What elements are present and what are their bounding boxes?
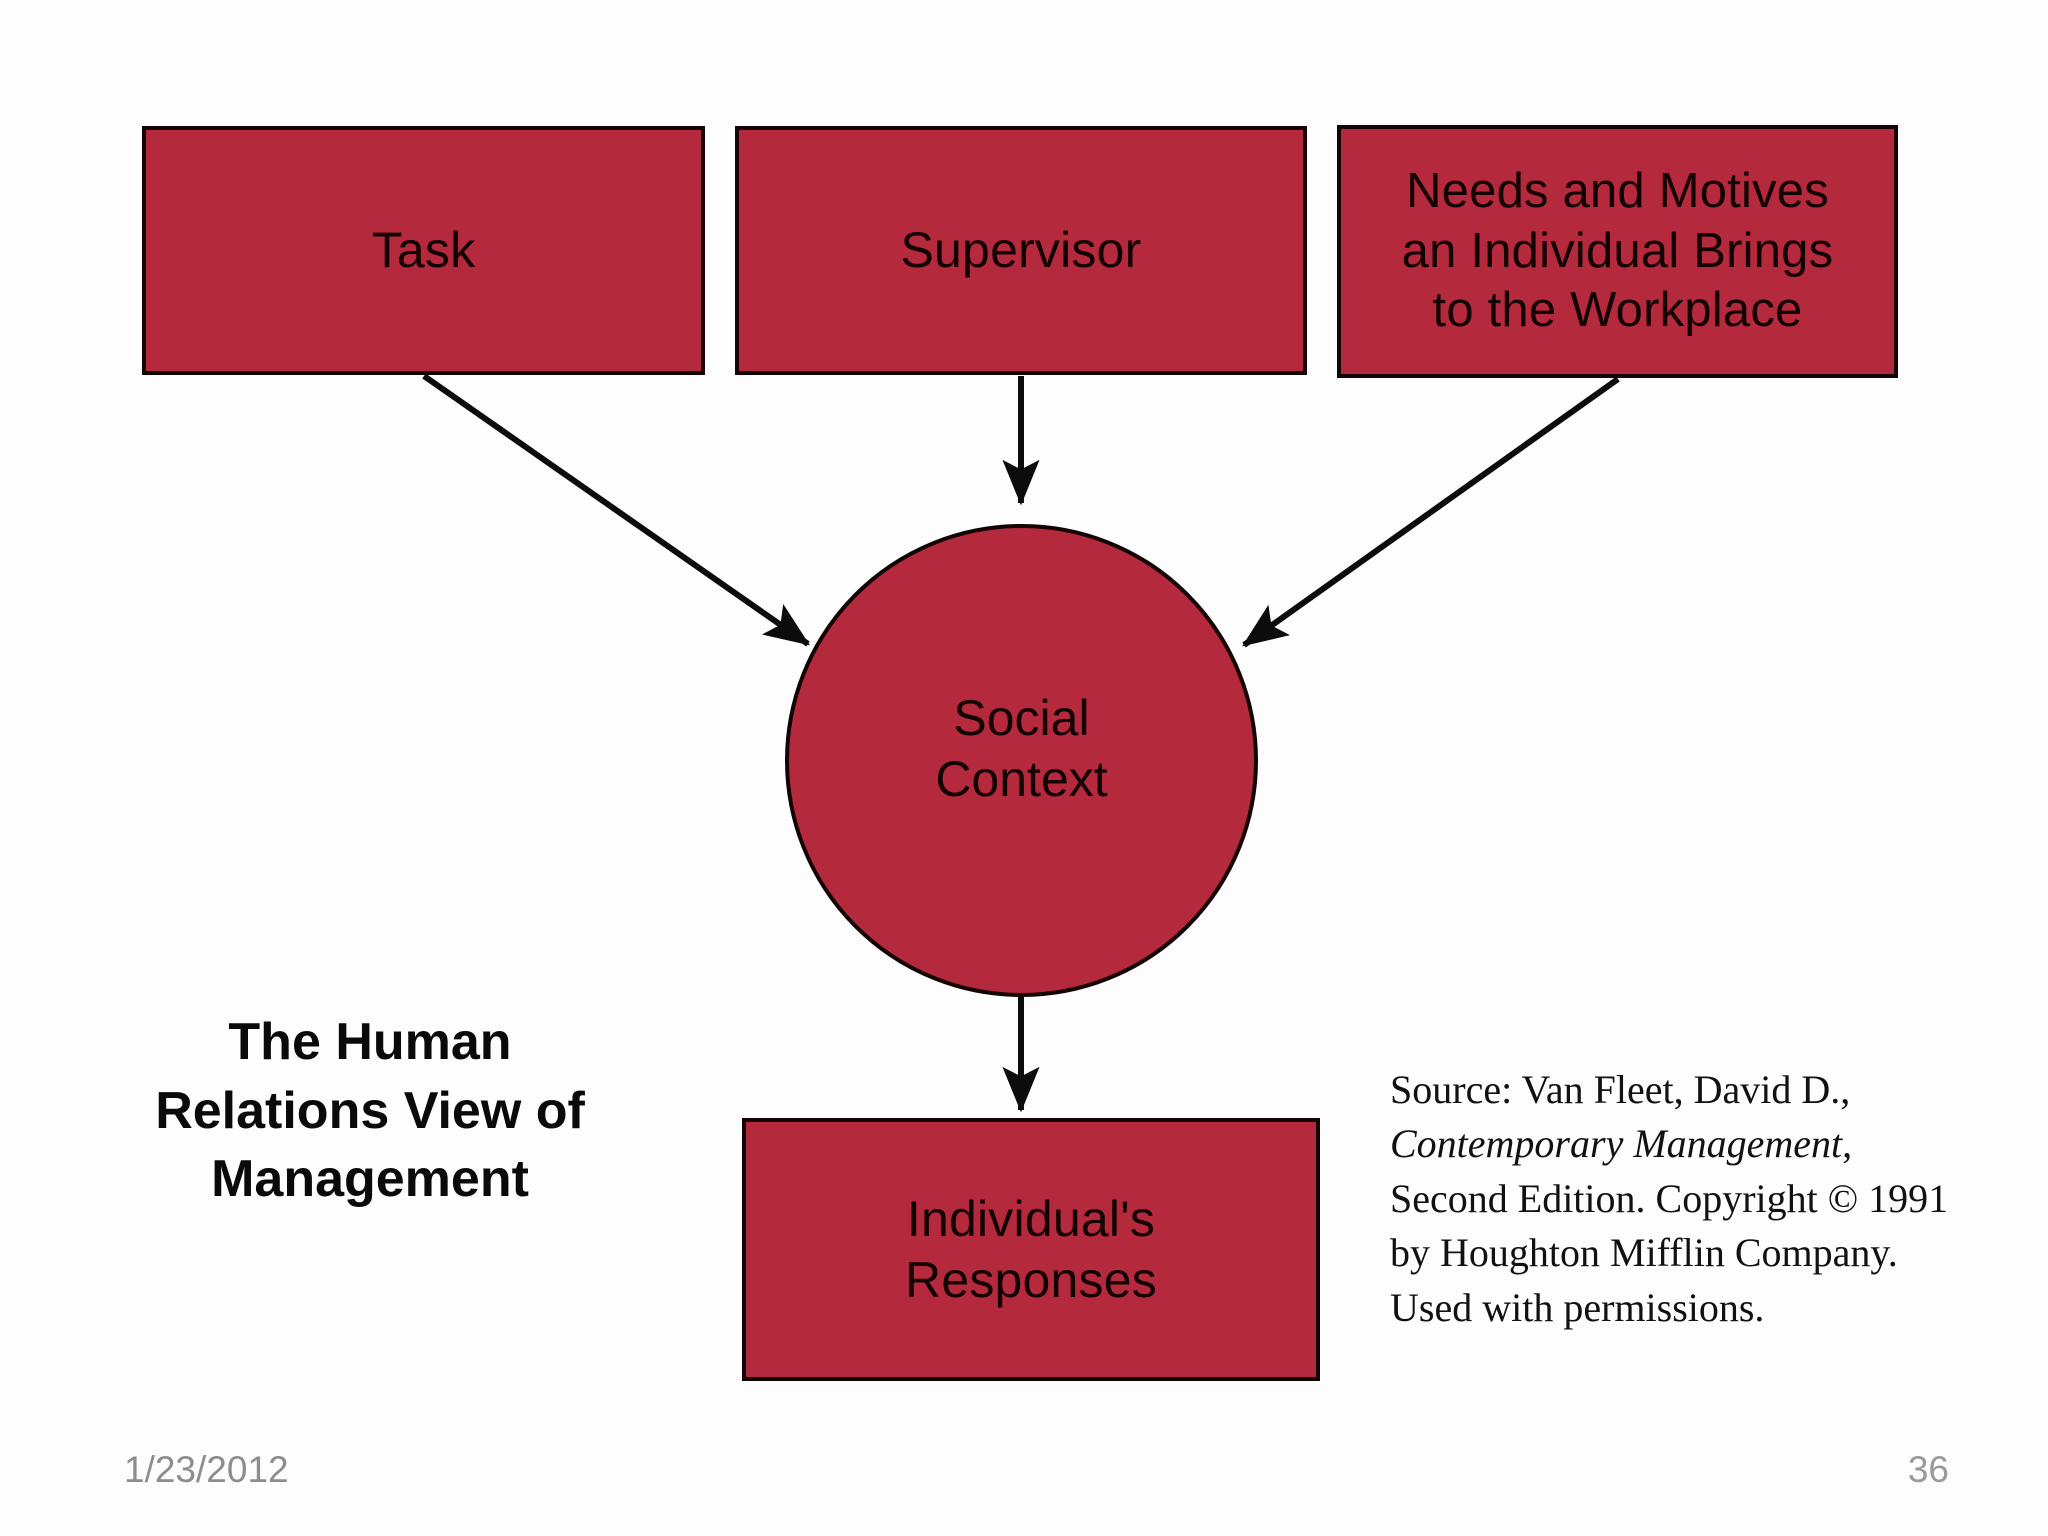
source-line-1: Source: Van Fleet, David D., [1390,1067,1851,1112]
arrow-task-to-social-context [422,373,810,647]
source-line-4: by Houghton Mifflin Company. [1390,1230,1898,1276]
responses-line-2: Responses [905,1251,1157,1308]
needs-line-3: to the Workplace [1432,283,1803,338]
source-line-2-tail: , [1842,1121,1853,1167]
diagram-node-social-context-label: Social Context [935,688,1107,810]
diagram-node-social-context[interactable]: Social Context [785,524,1258,997]
social-context-line-1: Social [953,689,1090,746]
diagram-node-responses-label: Individual's Responses [905,1189,1157,1311]
source-line-2: Contemporary Management, [1390,1117,1990,1171]
needs-line-2: an Individual Brings [1401,223,1834,278]
diagram-node-supervisor-label: Supervisor [900,222,1142,278]
diagram-node-supervisor[interactable]: Supervisor [735,126,1307,375]
arrow-needs-to-social-context [1242,376,1620,648]
diagram-node-needs-label: Needs and Motives an Individual Brings t… [1402,162,1834,341]
social-context-line-2: Context [935,750,1108,807]
diagram-node-individuals-responses[interactable]: Individual's Responses [742,1118,1320,1381]
responses-line-1: Individual's [906,1190,1156,1247]
needs-line-1: Needs and Motives [1406,163,1829,218]
footer-date: 1/23/2012 [124,1449,289,1490]
slide-title: The Human Relations View of Management [155,1013,585,1209]
source-line-3: Second Edition. Copyright © 1991 [1390,1175,1949,1221]
diagram-node-task-label: Task [371,222,476,278]
diagram-node-task[interactable]: Task [142,126,705,375]
footer-page-number: 36 [1907,1449,1949,1490]
source-citation: Source: Van Fleet, David D., Contemporar… [1390,1063,1990,1335]
diagram-node-needs-and-motives[interactable]: Needs and Motives an Individual Brings t… [1337,125,1898,378]
source-book-title: Contemporary Management [1390,1121,1843,1167]
source-line-5: Used with permissions. [1390,1284,1765,1330]
